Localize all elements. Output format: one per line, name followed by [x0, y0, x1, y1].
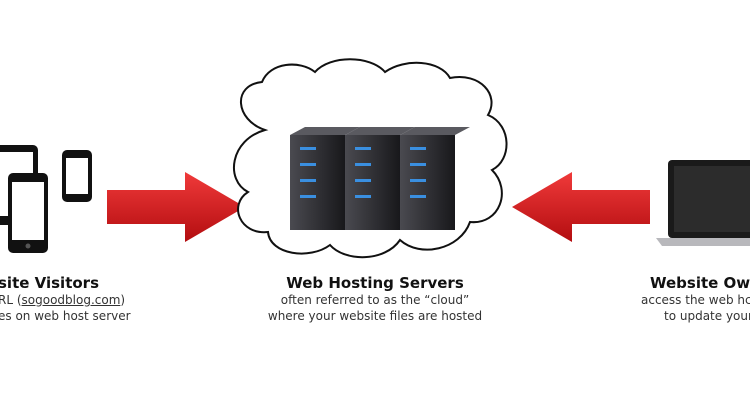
owner-title: Website Owr [650, 274, 750, 292]
laptop-icon [656, 160, 750, 246]
arrow-left-icon [512, 172, 650, 242]
owner-line1: access the web hc [641, 293, 750, 307]
server-icon [345, 127, 415, 230]
server-icon [400, 127, 470, 230]
servers-line1: often referred to as the “cloud” [280, 293, 470, 307]
arrow-right-icon [107, 172, 245, 242]
servers-title: Web Hosting Servers [286, 274, 464, 292]
visitors-line1-prefix: RL ( [0, 293, 22, 307]
owner-line2: to update your [664, 309, 750, 323]
visitors-line2: es on web host server [0, 309, 131, 323]
visitors-line1: RL (sogoodblog.com) [0, 293, 125, 307]
phone-icon [62, 150, 92, 202]
sogoodblog-link[interactable]: sogoodblog.com [21, 293, 121, 307]
server-icon [290, 127, 360, 230]
visitors-line1-suffix: ) [120, 293, 126, 307]
tablet-icon [8, 173, 48, 253]
servers-line2: where your website files are hosted [267, 309, 483, 323]
visitors-title: site Visitors [0, 274, 99, 292]
